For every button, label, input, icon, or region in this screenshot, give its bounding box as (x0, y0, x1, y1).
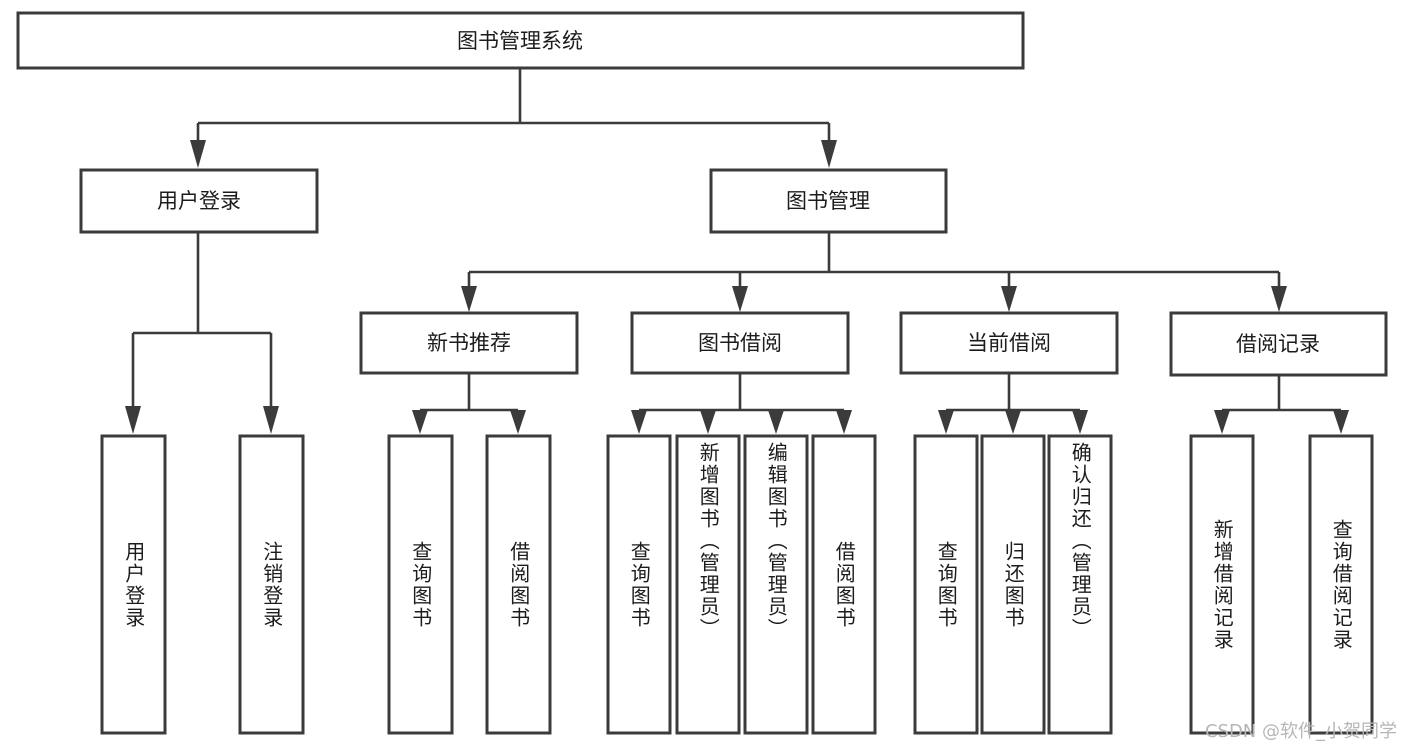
node-book-borrow-label: 图书借阅 (698, 331, 782, 355)
connector-layer (125, 68, 1349, 434)
arrow-to-leaf-add-book (700, 410, 716, 434)
node-current-borrow[interactable] (899, 311, 1119, 375)
node-layer: 图书管理系统 用户登录 图书管理 新书推荐 图书借阅 当前借阅 借阅记录 (16, 11, 1388, 735)
arrow-to-leaf-return-book (1005, 410, 1021, 434)
arrow-to-leaf-borrow-book-1 (510, 410, 526, 434)
node-book-borrow[interactable] (630, 311, 850, 375)
arrow-to-current-borrow (1001, 286, 1017, 312)
arrow-to-leaf-add-record (1214, 410, 1230, 434)
arrow-to-new-book-recommend (461, 286, 477, 312)
node-leaf-confirm-return[interactable] (1047, 434, 1113, 735)
arrow-to-leaf-confirm-return (1072, 410, 1088, 434)
arrow-to-leaf-query-book-1 (412, 410, 428, 434)
node-current-borrow-label: 当前借阅 (967, 331, 1051, 355)
arrow-to-borrow-record (1271, 286, 1287, 312)
arrow-to-leaf-edit-book (768, 410, 784, 434)
node-leaf-query-record[interactable] (1308, 434, 1374, 735)
arrow-to-leaf-query-book-2 (631, 410, 647, 434)
arrow-to-leaf-user-login (125, 406, 141, 434)
node-leaf-borrow-book-2[interactable] (811, 434, 877, 735)
node-new-book-recommend[interactable] (359, 311, 579, 375)
arrow-to-leaf-query-record (1333, 410, 1349, 434)
node-leaf-query-book-3[interactable] (913, 434, 979, 735)
node-book-manage-label: 图书管理 (786, 189, 870, 213)
node-leaf-return-book[interactable] (980, 434, 1046, 735)
arrow-root-to-book-manage (821, 140, 837, 168)
node-leaf-user-login[interactable] (100, 434, 167, 735)
arrow-to-leaf-user-logout (263, 406, 279, 434)
node-leaf-edit-book[interactable] (743, 434, 809, 735)
node-leaf-add-record[interactable] (1189, 434, 1255, 735)
node-new-book-recommend-label: 新书推荐 (427, 331, 511, 355)
node-book-manage[interactable] (709, 168, 948, 234)
arrow-to-leaf-borrow-book-2 (836, 410, 852, 434)
node-root-label: 图书管理系统 (457, 29, 583, 53)
node-borrow-record[interactable] (1169, 311, 1388, 377)
node-leaf-query-book-1[interactable] (387, 434, 454, 735)
arrow-to-leaf-query-book-3 (938, 410, 954, 434)
node-borrow-record-label: 借阅记录 (1236, 332, 1320, 356)
node-user-login[interactable] (79, 168, 319, 234)
node-leaf-add-book[interactable] (675, 434, 741, 735)
node-root[interactable] (16, 11, 1025, 70)
arrow-root-to-user-login (190, 140, 206, 168)
node-leaf-query-book-2[interactable] (606, 434, 672, 735)
node-leaf-borrow-book-1[interactable] (485, 434, 552, 735)
csdn-watermark: CSDN @软件_小贺同学 (1204, 721, 1397, 742)
arrow-to-book-borrow (732, 286, 748, 312)
node-user-login-label: 用户登录 (157, 189, 241, 213)
node-leaf-user-logout[interactable] (238, 434, 305, 735)
